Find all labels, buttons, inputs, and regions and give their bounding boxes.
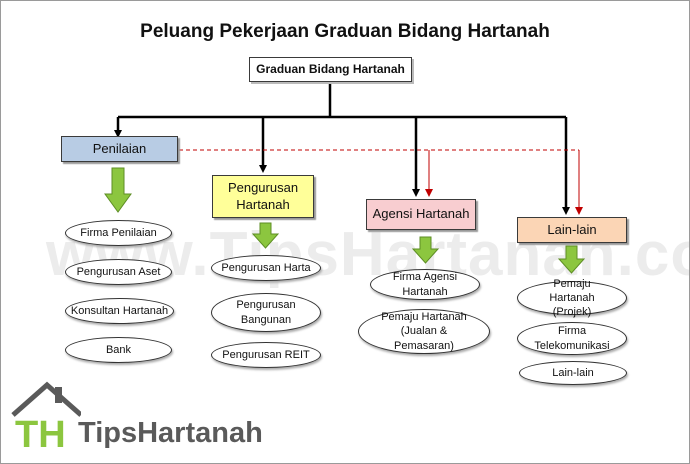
node-pengurusan-bangunan: Pengurusan Bangunan [211,293,321,332]
node-pemaju-hartanah-jualan: Pemaju Hartanah (Jualan & Pemasaran) [358,309,490,354]
root-node: Graduan Bidang Hartanah [249,57,412,82]
node-firma-telekomunikasi: Firma Telekomunikasi [517,322,627,355]
category-pengurusan-hartanah: Pengurusan Hartanah [212,175,314,218]
category-penilaian: Penilaian [61,136,178,162]
green-arrow-penilaian [104,167,132,213]
green-arrow-agensi [411,236,440,264]
node-pengurusan-harta: Pengurusan Harta [211,255,321,281]
green-arrow-lain [557,245,586,274]
house-logo-icon: TH [11,381,81,451]
node-firma-agensi-hartanah: Firma Agensi Hartanah [370,269,480,300]
logo-mark: TH [15,414,66,451]
node-pengurusan-aset: Pengurusan Aset [65,259,172,285]
category-agensi-hartanah: Agensi Hartanah [366,199,476,230]
logo-name: TipsHartanah [78,417,263,449]
category-lain-lain: Lain-lain [517,217,627,243]
node-konsultan-hartanah: Konsultan Hartanah [65,298,174,324]
node-firma-penilaian: Firma Penilaian [65,220,172,246]
node-pemaju-hartanah-projek: Pemaju Hartanah (Projek) [517,278,627,318]
node-pengurusan-reit: Pengurusan REIT [211,342,321,368]
node-lain-lain: Lain-lain [519,361,627,385]
node-bank: Bank [65,337,172,363]
diagram-title: Peluang Pekerjaan Graduan Bidang Hartana… [140,21,550,42]
green-arrow-pengurusan [251,222,280,249]
